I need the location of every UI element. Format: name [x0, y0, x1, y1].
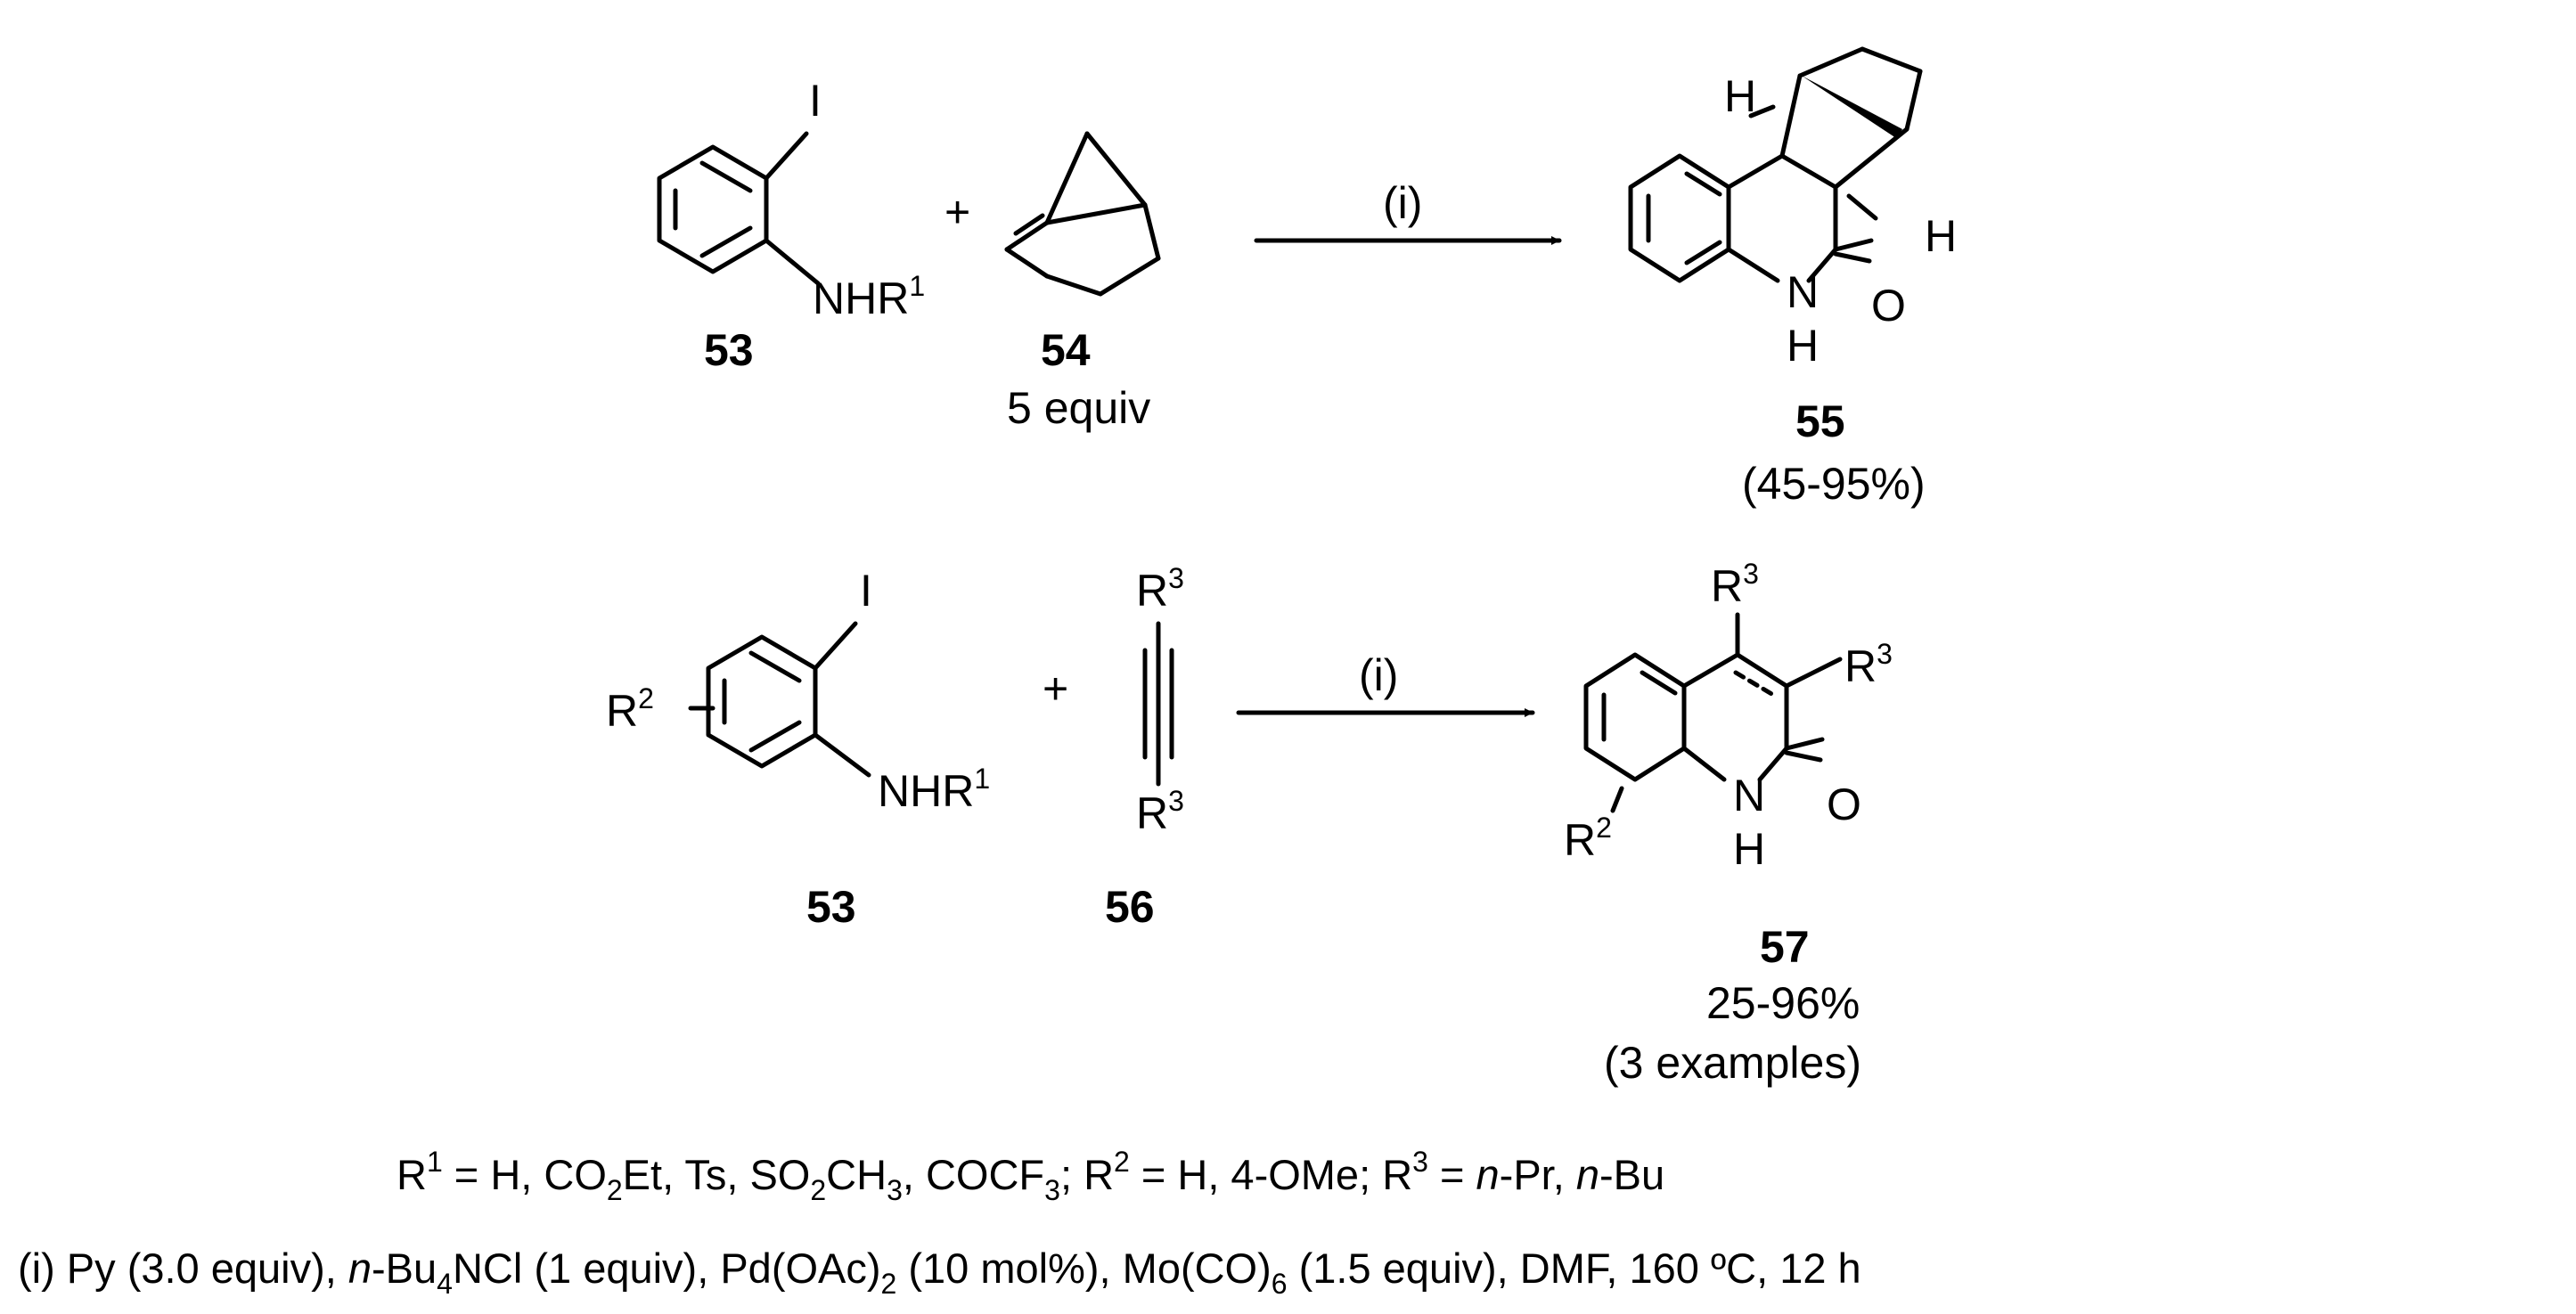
- examples-57: (3 examples): [1604, 1038, 1861, 1088]
- condition-label-1: (i): [1383, 178, 1422, 228]
- product-57-structure: R3 R3 R2 N H O: [1564, 558, 1893, 874]
- product-r3-side: R3: [1844, 638, 1893, 691]
- hydrogen-label-1: H: [1724, 71, 1756, 121]
- iodo-atom-2: I: [860, 566, 872, 616]
- product-55-structure: H H N H O: [1628, 46, 1957, 371]
- compound-label-53: 53: [704, 325, 754, 375]
- product-nh-hydrogen: H: [1733, 824, 1765, 874]
- reactant-53b-structure: I NHR1 R2: [606, 566, 990, 816]
- condition-label-2: (i): [1359, 650, 1398, 700]
- amine-group: NHR1: [813, 270, 925, 323]
- product-oxygen: O: [1827, 779, 1861, 829]
- wedge-bond-bridge: [1802, 76, 1902, 138]
- product-r2: R2: [1564, 812, 1612, 865]
- reaction-conditions: (i) Py (3.0 equiv), n-Bu4NCl (1 equiv), …: [18, 1245, 1861, 1300]
- plus-sign-2: +: [1043, 664, 1068, 714]
- reaction-2: I NHR1 R2 53 + R3 R3 56 (i): [606, 558, 1893, 1088]
- equiv-54: 5 equiv: [1007, 383, 1150, 433]
- alkyne-r3-top: R3: [1136, 562, 1184, 616]
- plus-sign: +: [945, 187, 970, 237]
- alkyne-r3-bottom: R3: [1136, 785, 1184, 838]
- yield-57: 25-96%: [1706, 978, 1860, 1028]
- compound-label-54: 54: [1041, 325, 1091, 375]
- r2-substituent: R2: [606, 682, 654, 736]
- compound-label-55: 55: [1795, 396, 1845, 446]
- compound-label-56: 56: [1105, 882, 1155, 932]
- compound-label-53b: 53: [806, 882, 856, 932]
- substituent-definitions: R1 = H, CO2Et, Ts, SO2CH3, COCF3; R2 = H…: [397, 1146, 1664, 1206]
- iodo-atom: I: [809, 76, 822, 126]
- reactant-53-structure: I NHR1: [657, 76, 925, 323]
- product-nitrogen: N: [1733, 771, 1765, 820]
- product-r3-top: R3: [1711, 558, 1759, 611]
- nh-hydrogen: H: [1787, 321, 1819, 371]
- carbonyl-oxygen: O: [1871, 281, 1906, 331]
- alkyne-56-structure: R3 R3: [1136, 562, 1184, 838]
- norbornene-54-structure: [1004, 131, 1161, 297]
- yield-55: (45-95%): [1742, 459, 1926, 509]
- reaction-1: I NHR1 53 + 54 5 equiv (i): [657, 46, 1957, 509]
- compound-label-57: 57: [1760, 922, 1810, 972]
- amine-group-2: NHR1: [878, 763, 990, 816]
- nitrogen-atom: N: [1787, 267, 1819, 317]
- hydrogen-label-2: H: [1925, 211, 1957, 261]
